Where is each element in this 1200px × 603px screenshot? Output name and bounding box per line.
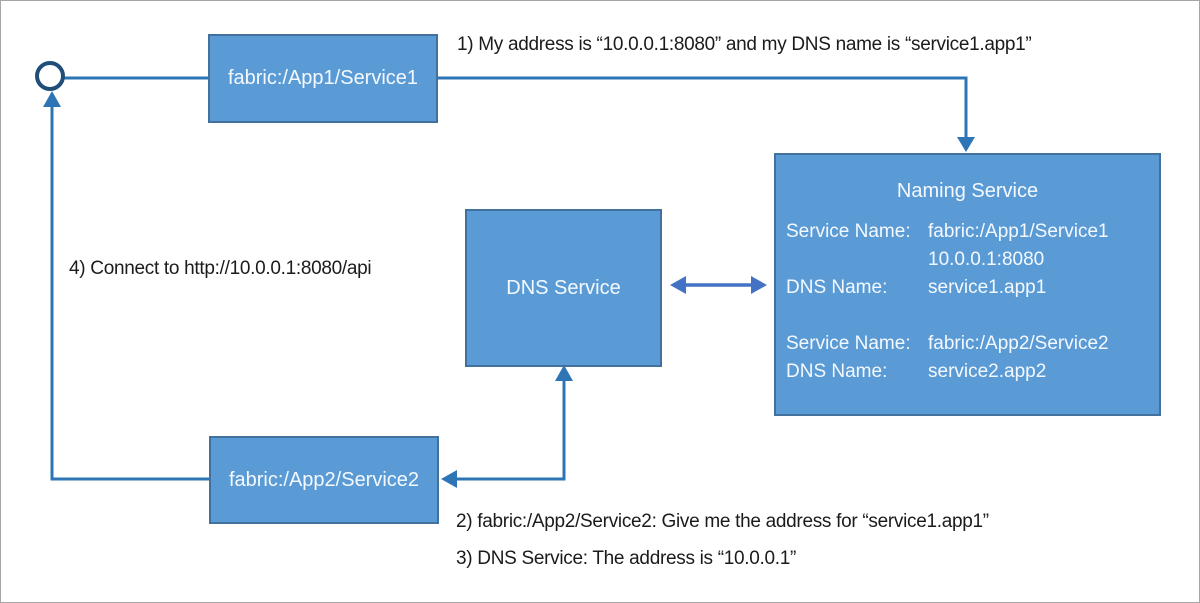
registry-row: Service Name: fabric:/App1/Service1 <box>786 218 1149 246</box>
naming-service-registry: Service Name: fabric:/App1/Service1 10.0.… <box>786 218 1149 386</box>
naming-service-title: Naming Service <box>896 180 1039 202</box>
node-dns-service: DNS Service <box>465 209 662 367</box>
registry-row-label: Service Name: <box>786 221 911 242</box>
registry-row-value: service1.app1 <box>928 277 1047 298</box>
arrowhead-right-sync-icon <box>751 276 767 294</box>
node-app1-service1: fabric:/App1/Service1 <box>208 34 438 123</box>
endpoint-circle-icon <box>35 61 65 91</box>
arrowhead-up-into-endpoint-icon <box>43 91 61 107</box>
arrowhead-left-sync-icon <box>670 276 686 294</box>
annotation-step1: 1) My address is “10.0.0.1:8080” and my … <box>457 34 1032 55</box>
registry-row-label <box>786 246 928 274</box>
arrowhead-left-into-app2-icon <box>441 470 457 488</box>
connector-app2-to-endpoint <box>50 101 209 481</box>
app2-service2-label: fabric:/App2/Service2 <box>228 468 420 491</box>
annotation-step4: 4) Connect to http://10.0.0.1:8080/api <box>69 258 372 279</box>
registry-row: 10.0.0.1:8080 <box>786 246 1149 274</box>
registry-row-value: 10.0.0.1:8080 <box>928 249 1045 270</box>
registry-row-value: fabric:/App2/Service2 <box>928 333 1109 354</box>
connector-app2-to-dns <box>449 373 566 481</box>
connector-app1-to-naming <box>438 76 968 140</box>
registry-row: DNS Name: service1.app1 <box>786 274 1149 302</box>
arrowhead-down-into-naming-icon <box>957 137 975 152</box>
registry-row: DNS Name: service2.app2 <box>786 358 1149 386</box>
dns-service-label: DNS Service <box>506 276 621 299</box>
arrowhead-up-into-dns-icon <box>555 365 573 381</box>
registry-row-label: Service Name: <box>786 333 911 354</box>
node-app2-service2: fabric:/App2/Service2 <box>209 436 439 524</box>
registry-row-value: fabric:/App1/Service1 <box>928 221 1109 242</box>
registry-row-label: DNS Name: <box>786 361 888 382</box>
registry-row: Service Name: fabric:/App2/Service2 <box>786 330 1149 358</box>
annotation-step3: 3) DNS Service: The address is “10.0.0.1… <box>456 548 797 569</box>
registry-row-value: service2.app2 <box>928 361 1047 382</box>
node-naming-service: Naming Service Service Name: fabric:/App1… <box>774 153 1161 416</box>
app1-service1-label: fabric:/App1/Service1 <box>227 67 419 89</box>
annotation-step2: 2) fabric:/App2/Service2: Give me the ad… <box>456 511 989 532</box>
registry-row-label: DNS Name: <box>786 277 888 298</box>
